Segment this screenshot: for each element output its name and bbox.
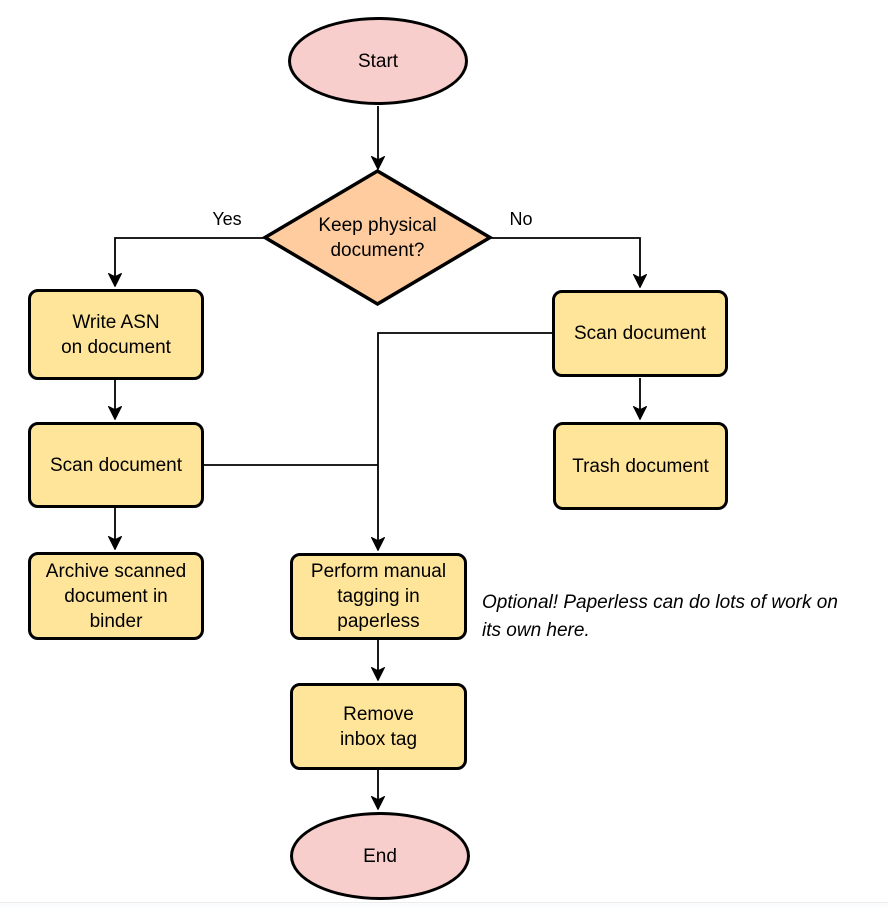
node-end-label: End: [363, 845, 397, 867]
node-perform-tagging-label: Perform manual tagging in paperless: [310, 561, 447, 632]
node-write-asn-label: Write ASN on document: [61, 311, 171, 358]
node-remove-inbox-tag-label: Remove inbox tag: [339, 703, 418, 750]
node-start: Start: [288, 17, 468, 105]
edge-label-no: No: [509, 209, 533, 229]
optional-note: Optional! Paperless can do lots of work …: [482, 592, 838, 641]
node-decision-label: Keep physical document?: [318, 214, 437, 261]
node-archive: Archive scanned document in binder: [28, 552, 204, 640]
bottom-page-divider: [0, 902, 888, 907]
node-trash: Trash document: [553, 422, 728, 510]
node-remove-inbox-tag: Remove inbox tag: [290, 683, 467, 770]
node-write-asn: Write ASN on document: [28, 289, 204, 380]
node-start-label: Start: [357, 50, 399, 72]
decision-diamond-shape: [261, 168, 494, 307]
edge-scan-right-to-perform-tagging: [371, 332, 552, 551]
node-archive-label: Archive scanned document in binder: [45, 560, 187, 632]
node-scan-right-label: Scan document: [573, 323, 707, 344]
node-trash-label: Trash document: [572, 455, 709, 477]
node-end: End: [290, 812, 470, 900]
node-scan-left: Scan document: [28, 422, 204, 508]
node-scan-left-label: Scan document: [49, 454, 183, 476]
edge-decision-yes-to-write-asn: [108, 237, 266, 287]
edge-decision-no-to-scan-right: [489, 237, 647, 288]
edge-label-yes: Yes: [212, 209, 242, 229]
node-decision: Keep physical document?: [265, 171, 490, 304]
node-perform-tagging: Perform manual tagging in paperless: [290, 553, 467, 640]
node-scan-right: Scan document: [552, 290, 728, 377]
